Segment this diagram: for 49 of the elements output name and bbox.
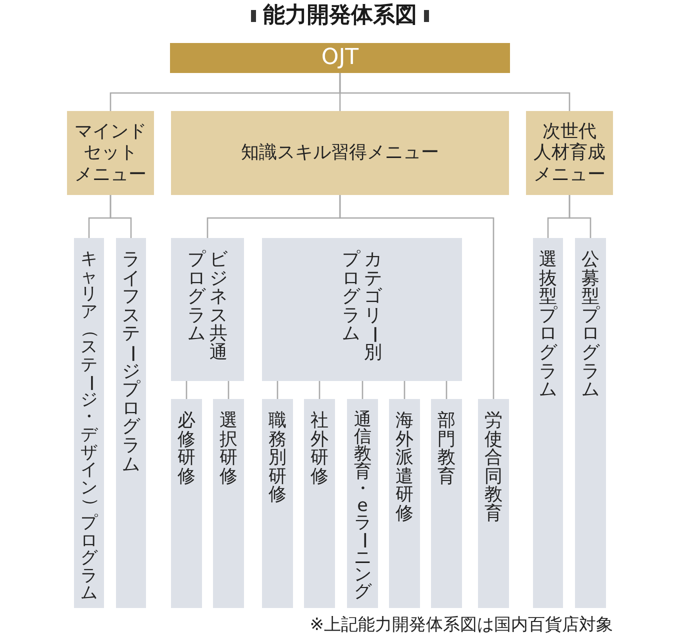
program-box xyxy=(171,399,202,608)
program-label: ライフステージプログラム xyxy=(122,251,140,474)
program-box xyxy=(478,399,509,608)
program-label: 通信教育・eラーニング xyxy=(354,412,372,602)
menu-label: 次世代人材育成メニュー xyxy=(534,120,606,186)
program-box xyxy=(347,399,378,608)
program-box xyxy=(74,238,104,608)
connector-line xyxy=(339,73,570,111)
program-label: 部門教育 xyxy=(438,412,456,486)
title-text: 能力開発体系図 xyxy=(263,3,417,30)
program-box xyxy=(213,399,244,608)
menu-box xyxy=(171,111,509,195)
program-box xyxy=(304,399,335,608)
menu-box xyxy=(67,111,154,195)
menu-label: マインドセットメニュー xyxy=(74,120,146,186)
program-label: ビジネス共通プログラム xyxy=(188,251,228,363)
program-box xyxy=(116,238,146,608)
program-box xyxy=(389,399,420,608)
program-label: 公募型プログラム xyxy=(582,251,600,400)
connector-line xyxy=(362,381,364,399)
menu-label: 知識スキル習得メニュー xyxy=(241,142,439,164)
program-label: 必修研修 xyxy=(178,412,196,486)
connector-line xyxy=(404,381,406,399)
program-label: キャリア（ステージ・デザイン）プログラム xyxy=(80,251,98,603)
connector-line xyxy=(446,381,448,399)
connector-line xyxy=(339,195,494,399)
connector-line xyxy=(186,381,188,399)
connector-line xyxy=(568,195,592,238)
program-box xyxy=(262,399,293,608)
program-box xyxy=(533,238,563,608)
program-label: 海外派遣研修 xyxy=(396,412,414,524)
program-box xyxy=(262,238,462,381)
connector-line xyxy=(228,381,230,399)
header-box xyxy=(170,43,510,73)
note-text: ※上記能力開発体系図は国内百貨店対象 xyxy=(310,615,613,636)
connector-line xyxy=(318,381,320,399)
program-label: 選抜型プログラム xyxy=(539,251,557,400)
program-label: 社外研修 xyxy=(310,412,328,486)
connector-line xyxy=(276,381,278,399)
connector-line xyxy=(110,195,132,238)
program-label: 選択研修 xyxy=(220,412,238,486)
program-box xyxy=(431,399,462,608)
program-label: 職務別研修 xyxy=(268,412,286,505)
program-label: カテゴリー別プログラム xyxy=(342,251,382,363)
program-box xyxy=(575,238,606,608)
program-label: 労使合同教育 xyxy=(484,412,502,524)
header-label: OJT xyxy=(321,46,359,70)
menu-box xyxy=(526,111,613,195)
program-box xyxy=(171,238,244,381)
